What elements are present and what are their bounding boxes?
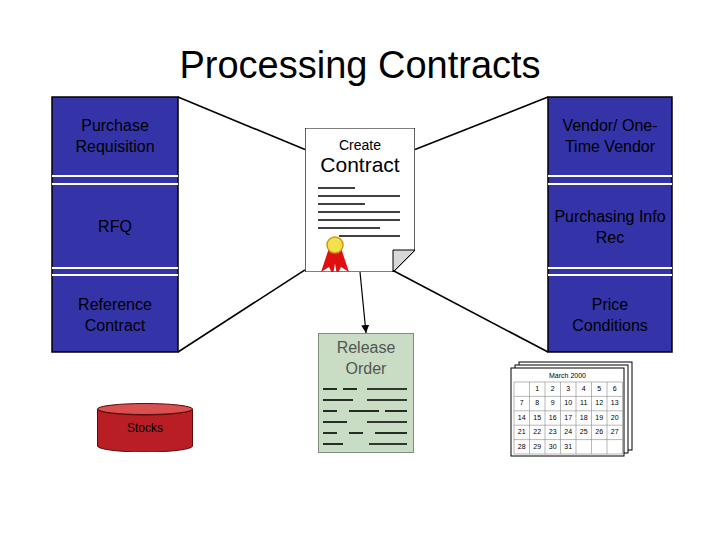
- process-box: Purchasing Info Rec: [548, 186, 672, 267]
- node-label: Release Order: [323, 337, 409, 379]
- stocks-cylinder: Stocks: [97, 403, 193, 452]
- calendar-day: 30: [545, 442, 561, 451]
- funnel-line: [178, 97, 305, 150]
- column-divider: [548, 175, 672, 177]
- calendar-day: 9: [545, 398, 561, 407]
- input-column: [52, 97, 178, 352]
- calendar-day: 17: [561, 413, 577, 422]
- funnel-line: [415, 97, 548, 150]
- release-order-document: Release Order: [318, 333, 414, 453]
- calendar-day: 29: [530, 442, 546, 451]
- calendar-day: 26: [592, 427, 608, 436]
- calendar-day: 5: [592, 384, 608, 393]
- calendar-day: 21: [514, 427, 530, 436]
- calendar-day: 7: [514, 398, 530, 407]
- process-box: Price Conditions: [548, 277, 672, 352]
- seal-medal: [327, 237, 343, 253]
- flow-arrow: [360, 272, 366, 333]
- column-divider: [52, 267, 178, 269]
- column-divider: [52, 183, 178, 185]
- calendar-day: 13: [607, 398, 623, 407]
- node-label: Purchasing Info Rec: [554, 206, 666, 248]
- node-label: Purchase Requisition: [58, 115, 172, 157]
- document-heading: Create: [339, 137, 381, 153]
- contract-document: CreateContract: [305, 128, 415, 272]
- column-divider: [52, 274, 178, 276]
- node-label: Reference Contract: [58, 294, 172, 336]
- column-divider: [548, 274, 672, 276]
- node-label: Price Conditions: [554, 294, 666, 336]
- node-label: RFQ: [98, 216, 132, 237]
- column-divider: [52, 175, 178, 177]
- calendar-day: 23: [545, 427, 561, 436]
- process-box: Vendor/ One-Time Vendor: [548, 97, 672, 175]
- node-label: Vendor/ One-Time Vendor: [554, 115, 666, 157]
- calendar-illustration: [511, 362, 632, 456]
- calendar-month: March 2000: [512, 371, 623, 380]
- document-title: Contract: [320, 153, 399, 177]
- calendar-grid: [514, 382, 623, 454]
- calendar-day: 4: [576, 384, 592, 393]
- calendar-day: 8: [530, 398, 546, 407]
- funnel-line: [178, 270, 305, 352]
- process-box: RFQ: [52, 186, 178, 267]
- process-box: Purchase Requisition: [52, 97, 178, 175]
- calendar-day: 18: [576, 413, 592, 422]
- calendar-day: 24: [561, 427, 577, 436]
- calendar-day: 15: [530, 413, 546, 422]
- calendar-day: 11: [576, 398, 592, 407]
- calendar-day: 27: [607, 427, 623, 436]
- calendar-day: 22: [530, 427, 546, 436]
- input-column: [548, 97, 672, 352]
- calendar-day: 1: [530, 384, 546, 393]
- node-label: Stocks: [127, 421, 163, 435]
- calendar-page: [511, 368, 624, 456]
- calendar-day: 20: [607, 413, 623, 422]
- calendar-day: 6: [607, 384, 623, 393]
- calendar-day: 16: [545, 413, 561, 422]
- column-divider: [548, 183, 672, 185]
- process-box: Reference Contract: [52, 277, 178, 352]
- calendar-day: 31: [561, 442, 577, 451]
- calendar-day: 3: [561, 384, 577, 393]
- calendar-day: 25: [576, 427, 592, 436]
- calendar-day: 14: [514, 413, 530, 422]
- calendar-day: 19: [592, 413, 608, 422]
- diagram-title: Processing Contracts: [0, 44, 720, 86]
- funnel-line: [393, 271, 548, 352]
- calendar-day: 10: [561, 398, 577, 407]
- column-divider: [548, 267, 672, 269]
- calendar-day: 12: [592, 398, 608, 407]
- calendar-day: 2: [545, 384, 561, 393]
- calendar-day: 28: [514, 442, 530, 451]
